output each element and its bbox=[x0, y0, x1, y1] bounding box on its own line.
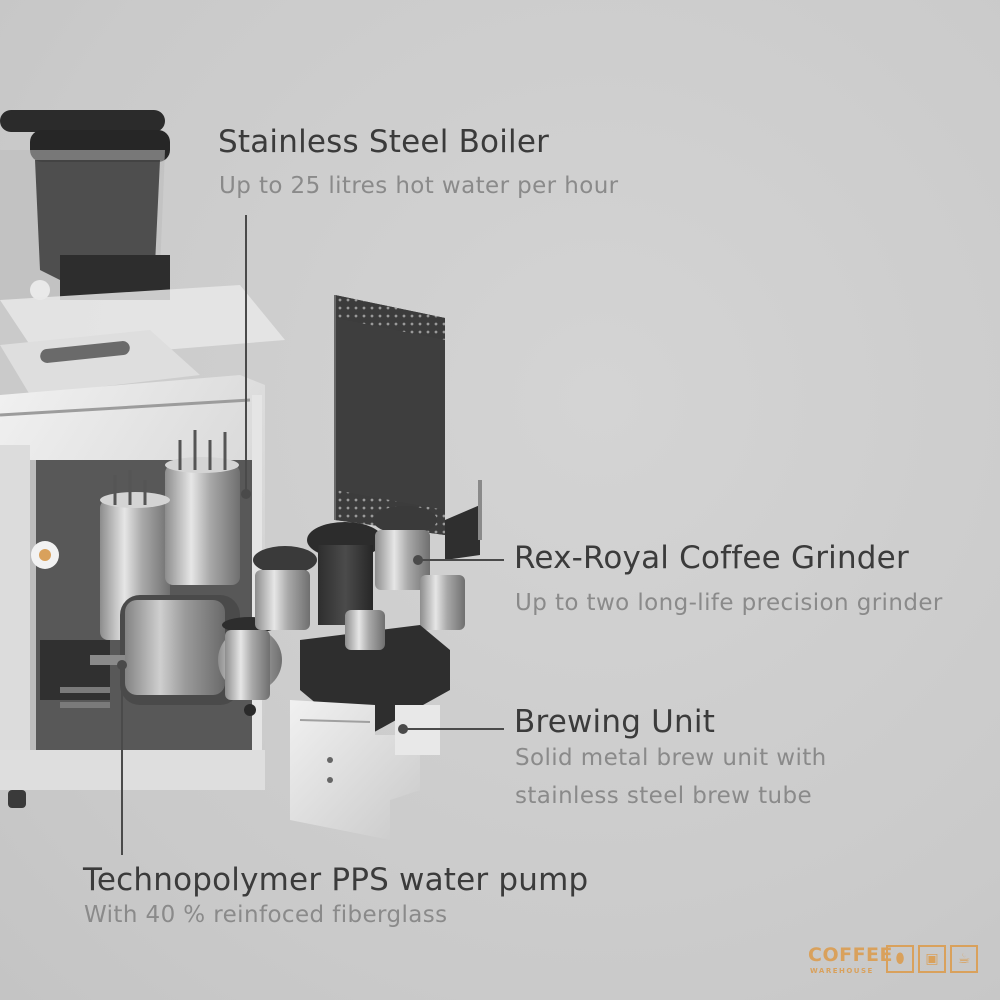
brewing-leader-dot bbox=[398, 724, 408, 734]
logo-sub: WAREHOUSE bbox=[810, 967, 874, 975]
brewing-subtitle-line1: Solid metal brew unit with bbox=[515, 745, 827, 771]
coffee-bean-icon: ⬮ bbox=[886, 945, 914, 973]
coffee-cup-icon: ☕ bbox=[950, 945, 978, 973]
boiler-leader-dot bbox=[241, 489, 251, 499]
bean-hopper bbox=[0, 110, 170, 300]
boiler-subtitle: Up to 25 litres hot water per hour bbox=[219, 173, 619, 199]
pump-subtitle: With 40 % reinfoced fiberglass bbox=[84, 902, 448, 928]
pump-title: Technopolymer PPS water pump bbox=[83, 862, 589, 898]
brewing-subtitle: Solid metal brew unit with stainless ste… bbox=[515, 739, 827, 815]
brewing-unit bbox=[290, 610, 450, 840]
grinder-leader-line bbox=[418, 559, 504, 561]
brewing-leader-line bbox=[402, 728, 504, 730]
coffee-warehouse-logo: COFFEE WAREHOUSE ⬮ ▣ ☕ bbox=[808, 942, 983, 982]
perforated-back-panel bbox=[334, 295, 445, 535]
espresso-machine-icon: ▣ bbox=[918, 945, 946, 973]
pump-leader-line bbox=[121, 665, 123, 855]
boiler-leader-line bbox=[245, 215, 247, 493]
coffee-grinders bbox=[225, 480, 482, 716]
logo-word: COFFEE bbox=[808, 944, 894, 966]
pump-leader-dot bbox=[117, 660, 127, 670]
boiler-title: Stainless Steel Boiler bbox=[218, 124, 550, 160]
brewing-subtitle-line2: stainless steel brew tube bbox=[515, 783, 813, 809]
top-plates bbox=[0, 285, 285, 395]
grinder-leader-dot bbox=[413, 555, 423, 565]
grinder-subtitle: Up to two long-life precision grinder bbox=[515, 590, 943, 616]
brewing-title: Brewing Unit bbox=[514, 704, 716, 740]
grinder-title: Rex-Royal Coffee Grinder bbox=[514, 540, 909, 576]
